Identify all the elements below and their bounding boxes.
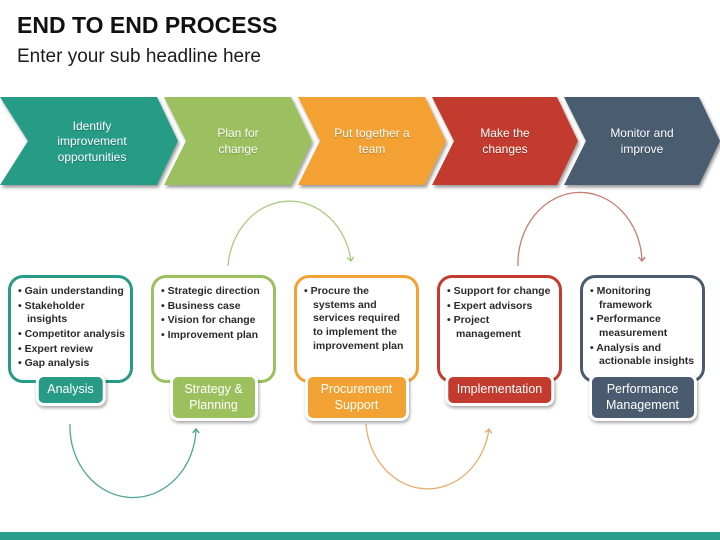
bullet-item: Strategic direction [161,285,269,299]
step-box-implementation: Support for change Expert advisors Proje… [437,275,562,383]
step-label-implementation: Implementation [444,374,555,406]
chevron-label-team: Put together a team [334,126,410,156]
bullet-item: Support for change [447,285,555,299]
bullet-list: Gain understanding Stakeholder insights … [18,285,126,371]
bullet-item: Gain understanding [18,285,126,299]
bullet-list: Procure the systems and services require… [304,285,412,353]
step-implementation: Support for change Expert advisors Proje… [437,275,562,425]
chevron-label-plan: Plan for change [217,126,259,156]
step-procurement-support: Procure the systems and services require… [294,275,419,425]
step-analysis: Gain understanding Stakeholder insights … [8,275,133,425]
step-performance-management: Monitoring framework Performance measure… [580,275,705,425]
bullet-item: Monitoring framework [590,285,698,312]
slide-title: END TO END PROCESS [17,12,278,38]
bullet-item: Competitor analysis [18,328,126,342]
step-label-strategy-planning: Strategy & Planning [169,374,258,422]
chevron-put-together-a-team [298,97,446,185]
footer-accent-bar [0,532,720,540]
bullet-item: Procure the systems and services require… [304,285,412,353]
bullet-item: Expert advisors [447,300,555,314]
chevron-plan-for-change [164,97,312,185]
step-label-performance-management: Performance Management [588,374,697,422]
slide-subtitle: Enter your sub headline here [17,46,261,67]
bullet-item: Stakeholder insights [18,300,126,327]
chevron-identify-improvement-opportunities [0,97,178,185]
chevron-monitor-and-improve [564,97,720,185]
step-box-strategy-planning: Strategic direction Business case Vision… [151,275,276,383]
arc-strategy-to-procurement [227,200,355,267]
bullet-item: Performance measurement [590,313,698,340]
bullet-item: Project management [447,314,555,341]
step-label-procurement-support: Procurement Support [304,374,409,422]
step-box-procurement-support: Procure the systems and services require… [294,275,419,383]
bullet-item: Expert review [18,343,126,357]
step-label-analysis: Analysis [35,374,106,406]
bullet-list: Support for change Expert advisors Proje… [447,285,555,342]
step-box-performance-management: Monitoring framework Performance measure… [580,275,705,383]
chevron-make-the-changes [432,97,578,185]
bullet-item: Analysis and actionable insights [590,342,698,369]
arc-implementation-to-performance [517,191,646,267]
arc-procurement-to-implementation [365,423,493,490]
chevron-label-identify: Identify improvement opportunities [57,118,127,164]
bullet-item: Business case [161,300,269,314]
bullet-list: Monitoring framework Performance measure… [590,285,698,369]
arc-analysis-to-strategy [69,423,200,499]
step-box-analysis: Gain understanding Stakeholder insights … [8,275,133,383]
bullet-item: Improvement plan [161,329,269,343]
bullet-item: Gap analysis [18,357,126,371]
chevron-label-monitor: Monitor and improve [610,126,674,156]
chevron-label-changes: Make the changes [480,126,530,156]
bullet-item: Vision for change [161,314,269,328]
bullet-list: Strategic direction Business case Vision… [161,285,269,343]
step-strategy-planning: Strategic direction Business case Vision… [151,275,276,425]
process-chevron-band [0,97,720,185]
